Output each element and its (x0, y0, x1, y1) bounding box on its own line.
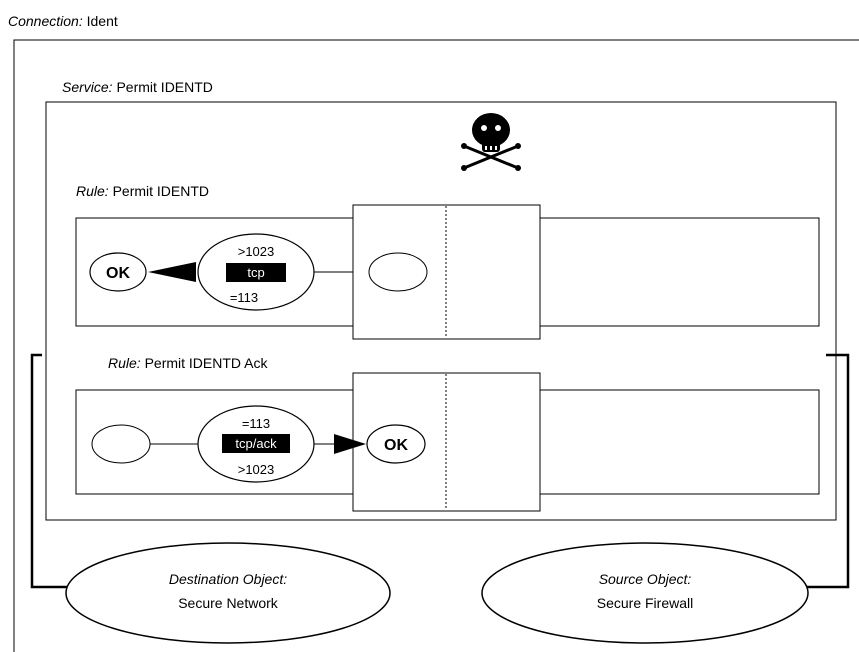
source-object[interactable] (481, 542, 809, 644)
source-label: Source Object: (599, 571, 692, 587)
destination-label: Destination Object: (169, 571, 287, 587)
rule-1-title: Rule: Permit IDENTD (76, 183, 209, 199)
rule-1-protocol-box (226, 263, 286, 282)
rule-1-ok-node[interactable] (89, 252, 147, 292)
rule-1-port-bottom: =113 (230, 290, 258, 305)
rule-1-protocol: tcp (247, 265, 264, 280)
skull-crossbones-icon (461, 113, 521, 171)
rule-1-port-top: >1023 (238, 244, 275, 259)
rule-2-arrow-icon (334, 434, 366, 454)
rule-2-port-top: =113 (242, 416, 270, 431)
rule-2-ok-label: OK (384, 437, 408, 454)
rule-1-ok-label: OK (106, 265, 130, 282)
service-title: Service: Permit IDENTD (62, 79, 213, 95)
service-box[interactable] (45, 101, 837, 521)
destination-value: Secure Network (178, 595, 279, 611)
connection-frame (13, 39, 859, 652)
source-value: Secure Firewall (597, 595, 693, 611)
rule-2-port-bottom: >1023 (238, 462, 275, 477)
rule-2-ok-node[interactable] (366, 424, 426, 464)
connection-title: Connection: Ident (8, 13, 118, 29)
rule-1-arrow-icon (148, 262, 196, 282)
rule-1-empty-node[interactable] (368, 252, 428, 292)
destination-object[interactable] (65, 542, 391, 644)
rule-2-protocol: tcp/ack (235, 436, 277, 451)
source-bracket (806, 353, 850, 589)
rule-2-protocol-box (222, 434, 290, 453)
destination-bracket (30, 353, 78, 589)
rule-2-title: Rule: Permit IDENTD Ack (108, 355, 268, 371)
rule-2-empty-node[interactable] (91, 424, 151, 464)
